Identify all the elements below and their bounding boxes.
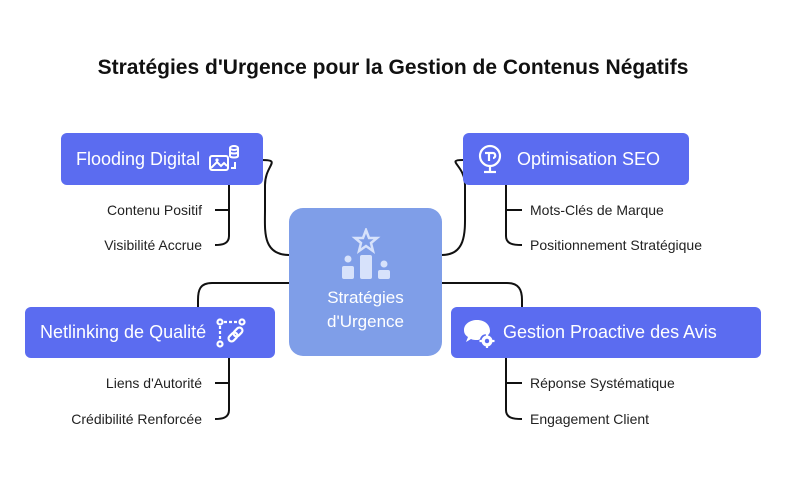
leaf-reponse-systematique: Réponse Systématique bbox=[530, 375, 675, 391]
leaf-visibilite-accrue: Visibilité Accrue bbox=[104, 237, 202, 253]
connector-avis-leaves bbox=[505, 358, 523, 420]
connector-flooding-leaves bbox=[214, 185, 230, 246]
central-topic-node: Stratégies d'Urgence bbox=[289, 208, 442, 356]
connector-seo-leaves bbox=[505, 185, 523, 246]
connector-center-netlinking bbox=[197, 282, 289, 310]
leaf-credibilite: Crédibilité Renforcée bbox=[71, 411, 202, 427]
podium-star-icon bbox=[342, 228, 390, 279]
leaf-positionnement: Positionnement Stratégique bbox=[530, 237, 702, 253]
central-topic-line2: d'Urgence bbox=[327, 312, 404, 331]
branch-label: Flooding Digital bbox=[76, 148, 201, 169]
branch-label: Optimisation SEO bbox=[517, 148, 661, 169]
branch-node-netlinking: Netlinking de Qualité bbox=[25, 307, 275, 358]
diagram-title: Stratégies d'Urgence pour la Gestion de … bbox=[97, 56, 689, 79]
central-topic-label: Stratégies d'Urgence bbox=[289, 286, 442, 334]
branch-node-optimisation-seo: Optimisation SEO bbox=[463, 133, 689, 185]
branch-label: Netlinking de Qualité bbox=[40, 322, 207, 342]
image-database-icon bbox=[208, 144, 240, 174]
connector-center-seo bbox=[441, 159, 467, 256]
chat-gear-icon bbox=[463, 318, 495, 348]
connector-netlinking-leaves bbox=[214, 358, 230, 420]
seo-magnifier-icon bbox=[475, 143, 507, 175]
leaf-contenu-positif: Contenu Positif bbox=[107, 202, 202, 218]
leaf-mots-cles: Mots-Clés de Marque bbox=[530, 202, 664, 218]
connector-center-avis bbox=[442, 282, 523, 310]
link-nodes-icon bbox=[216, 317, 246, 348]
connector-center-flooding bbox=[261, 159, 290, 256]
leaf-engagement-client: Engagement Client bbox=[530, 411, 650, 427]
branch-node-flooding-digital: Flooding Digital bbox=[61, 133, 263, 185]
central-topic-line1: Stratégies bbox=[327, 288, 404, 307]
branch-label: Gestion Proactive des Avis bbox=[503, 322, 717, 342]
branch-node-gestion-avis: Gestion Proactive des Avis bbox=[451, 307, 761, 358]
leaf-liens-autorite: Liens d'Autorité bbox=[105, 375, 202, 391]
